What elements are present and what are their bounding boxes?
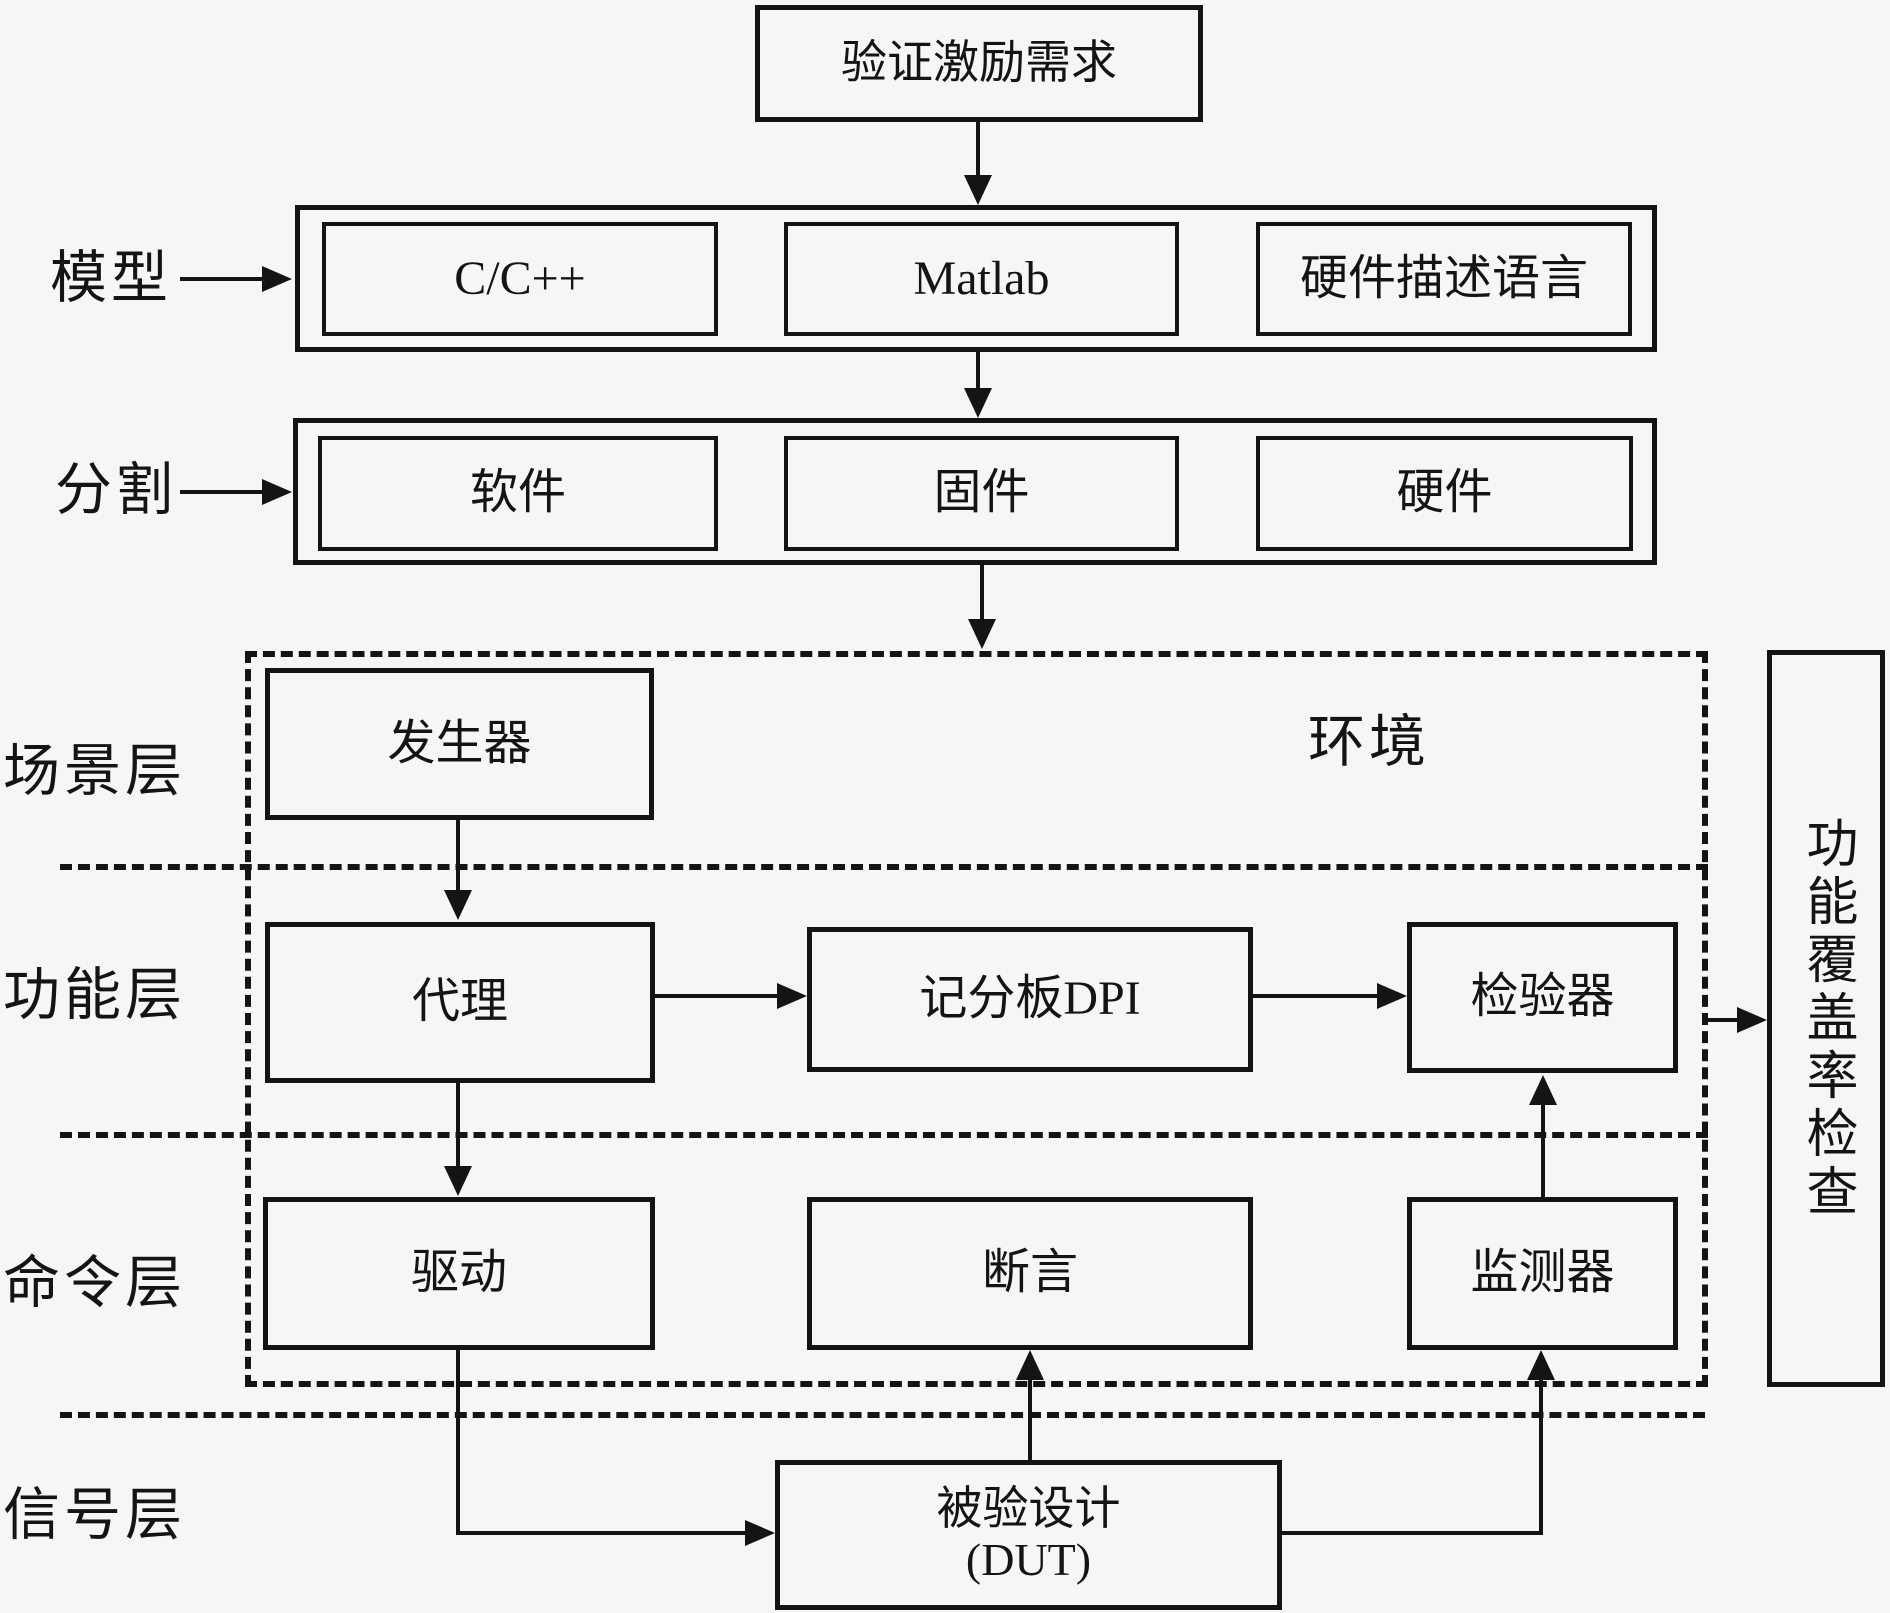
arrow-scoreboard-to-checker-line [1253, 994, 1379, 998]
node-coverage-check-label: 功能覆盖率检查 [1798, 815, 1855, 1222]
arrow-model-to-partition-line [976, 352, 980, 390]
arrow-dut-to-monitor-hline [1282, 1531, 1543, 1535]
node-stimulus-requirement-label: 验证激励需求 [841, 37, 1117, 89]
environment-container [245, 651, 1708, 1387]
arrow-agent-to-scoreboard-line [655, 994, 779, 998]
layer-label-signal: 信号层 [3, 1484, 186, 1547]
node-c-cpp: C/C++ [322, 222, 718, 336]
arrow-model-to-partition-head [964, 388, 992, 418]
node-agent: 代理 [265, 922, 655, 1083]
layer-label-function: 功能层 [3, 964, 186, 1027]
node-assertion: 断言 [807, 1197, 1253, 1350]
arrow-agent-to-scoreboard-head [777, 983, 807, 1009]
arrow-partition-to-env-line [980, 565, 984, 621]
arrow-dut-to-monitor-vline [1539, 1378, 1543, 1535]
node-dut-line1: 被验设计 [936, 1483, 1121, 1535]
node-firmware: 固件 [784, 436, 1179, 551]
node-generator: 发生器 [265, 668, 654, 820]
layer-label-command: 命令层 [3, 1252, 186, 1315]
arrow-agent-to-driver-head [444, 1166, 472, 1196]
arrow-generator-to-agent-line [456, 820, 460, 892]
node-dut: 被验设计 (DUT) [775, 1460, 1282, 1610]
arrow-dut-to-assertion-head [1016, 1350, 1044, 1380]
partition-row-label: 分割 [55, 459, 177, 522]
arrow-dut-to-monitor-head [1527, 1350, 1555, 1380]
arrow-dut-to-assertion-line [1028, 1378, 1032, 1462]
arrow-model-label-line [180, 277, 264, 281]
arrow-monitor-to-checker-head [1529, 1075, 1557, 1105]
node-scoreboard-dpi: 记分板DPI [807, 927, 1253, 1072]
arrow-partition-label-line [180, 490, 264, 494]
arrow-monitor-to-checker-line [1541, 1103, 1545, 1197]
node-hardware: 硬件 [1256, 436, 1633, 551]
arrow-driver-to-dut-vline [456, 1350, 460, 1535]
arrow-top-to-model-line [976, 122, 980, 176]
separator-function-command [60, 1132, 1708, 1138]
arrow-partition-label-head [262, 479, 292, 505]
arrow-generator-to-agent-head [444, 890, 472, 920]
layer-label-scenario: 场景层 [3, 740, 186, 803]
node-software: 软件 [318, 436, 718, 551]
model-row-label: 模型 [50, 247, 172, 310]
node-checker: 检验器 [1407, 922, 1678, 1073]
arrow-driver-to-dut-head [745, 1520, 775, 1546]
arrow-env-to-coverage-line [1708, 1018, 1739, 1022]
arrow-driver-to-dut-hline [456, 1531, 745, 1535]
environment-label: 环境 [1308, 711, 1430, 774]
node-monitor: 监测器 [1407, 1197, 1678, 1350]
arrow-partition-to-env-head [968, 619, 996, 649]
arrow-model-label-head [262, 266, 292, 292]
node-driver: 驱动 [263, 1197, 655, 1350]
separator-command-signal [60, 1412, 1705, 1418]
node-stimulus-requirement: 验证激励需求 [755, 5, 1203, 122]
node-coverage-check: 功能覆盖率检查 [1767, 650, 1885, 1387]
arrow-env-to-coverage-head [1737, 1007, 1767, 1033]
node-matlab: Matlab [784, 222, 1179, 336]
separator-scenario-function [60, 864, 1708, 870]
arrow-top-to-model-head [964, 175, 992, 205]
arrow-agent-to-driver-line [456, 1083, 460, 1168]
node-dut-line2: (DUT) [965, 1534, 1092, 1585]
node-hdl: 硬件描述语言 [1256, 222, 1632, 336]
arrow-scoreboard-to-checker-head [1377, 983, 1407, 1009]
